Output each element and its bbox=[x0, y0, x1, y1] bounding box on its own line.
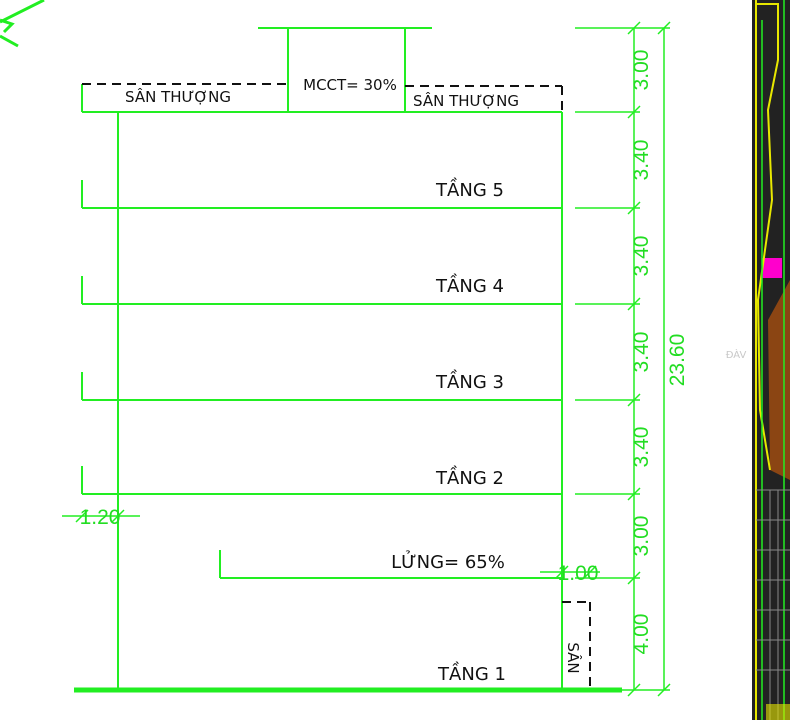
neighbor-yellow-outline bbox=[756, 3, 779, 471]
dim-setback-right: 1.00 bbox=[558, 562, 599, 585]
tick bbox=[75, 509, 89, 523]
building-outline bbox=[81, 27, 563, 690]
corner-decoration bbox=[0, 0, 45, 48]
watermark: ĐÀV bbox=[726, 348, 747, 361]
tick bbox=[627, 487, 641, 501]
tick bbox=[657, 683, 671, 697]
dim-floor2: 3.40 bbox=[630, 427, 653, 468]
tick bbox=[627, 571, 641, 585]
tick bbox=[657, 21, 671, 35]
label-mezzanine: LỬNG= 65% bbox=[391, 550, 505, 573]
dashed-outlines bbox=[82, 83, 591, 690]
corner-line bbox=[0, 0, 45, 24]
corner-arrow bbox=[0, 18, 15, 34]
dim-roof: 3.00 bbox=[630, 50, 653, 91]
tick bbox=[627, 21, 641, 35]
dim-floor5: 3.40 bbox=[630, 140, 653, 181]
label-yard: SÂN bbox=[564, 642, 583, 673]
label-floor2: TẦNG 2 bbox=[435, 465, 504, 489]
tick bbox=[583, 565, 597, 579]
dim-floor1: 4.00 bbox=[630, 614, 653, 655]
label-roof-left: SÂN THƯỢNG bbox=[125, 87, 231, 106]
label-roof-right: SÂN THƯỢNG bbox=[413, 91, 519, 110]
dim-floor4: 3.40 bbox=[630, 236, 653, 277]
tick bbox=[627, 201, 641, 215]
dim-floor3: 3.40 bbox=[630, 332, 653, 373]
dimension-chain bbox=[575, 21, 671, 697]
neighbor-magenta-block bbox=[762, 258, 782, 278]
label-floor5: TẦNG 5 bbox=[435, 177, 504, 201]
neighbor-drawing-fragment bbox=[752, 0, 790, 720]
tick bbox=[555, 565, 569, 579]
label-floor3: TẦNG 3 bbox=[435, 369, 504, 393]
tick bbox=[627, 105, 641, 119]
label-floor1: TẦNG 1 bbox=[437, 661, 506, 685]
corner-line bbox=[0, 34, 19, 48]
tick bbox=[111, 509, 125, 523]
label-mcct: MCCT= 30% bbox=[303, 76, 397, 94]
dim-mezzanine: 3.00 bbox=[630, 516, 653, 557]
neighbor-yellow-block bbox=[766, 704, 790, 720]
dim-total: 23.60 bbox=[666, 334, 689, 387]
tick bbox=[627, 297, 641, 311]
tick bbox=[627, 393, 641, 407]
label-floor4: TẦNG 4 bbox=[435, 273, 504, 297]
dim-setback-left: 1.20 bbox=[80, 506, 121, 529]
tick bbox=[627, 683, 641, 697]
setback-dimensions bbox=[62, 509, 600, 579]
